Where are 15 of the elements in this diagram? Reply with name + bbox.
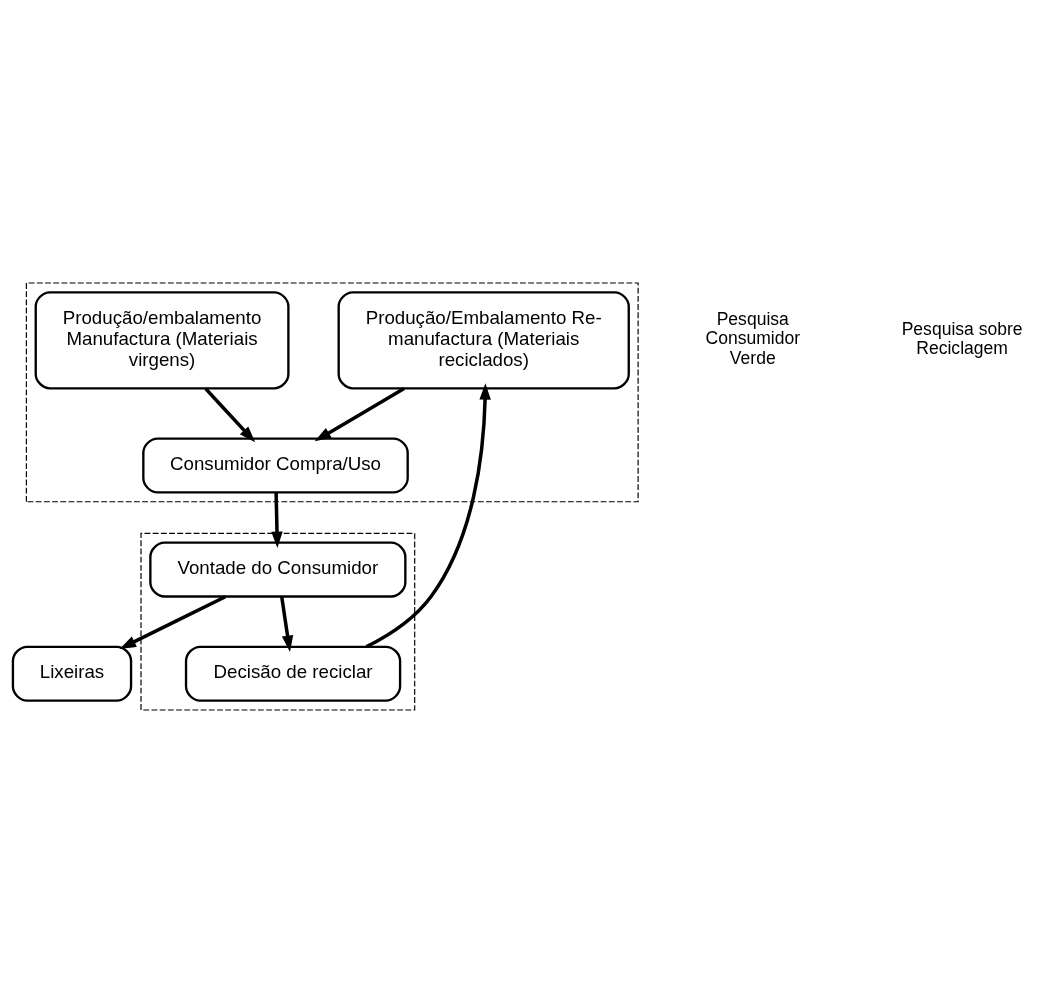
arrow [365, 382, 491, 648]
node-box: Lixeiras [11, 645, 133, 702]
node-box: Vontade do Consumidor [149, 541, 407, 598]
arrow [271, 492, 283, 548]
node-box: Produção/embalamento Manufactura (Materiais virgens) [34, 290, 290, 389]
arrow [119, 594, 227, 649]
legend-label: Pesquisa Consumidor Verde [705, 308, 800, 368]
node-box: Decisão de reciclar [184, 645, 402, 702]
node-box: Produção/Embalamento Re-manufactura (Materiais reciclados) [337, 290, 630, 389]
cluster [25, 281, 639, 502]
arrow [204, 386, 256, 442]
node-box: Consumidor Compra/Uso [142, 436, 409, 494]
legend-label: Pesquisa sobre Reciclagem [901, 318, 1023, 358]
arrow [280, 596, 294, 652]
arrow [314, 386, 405, 441]
